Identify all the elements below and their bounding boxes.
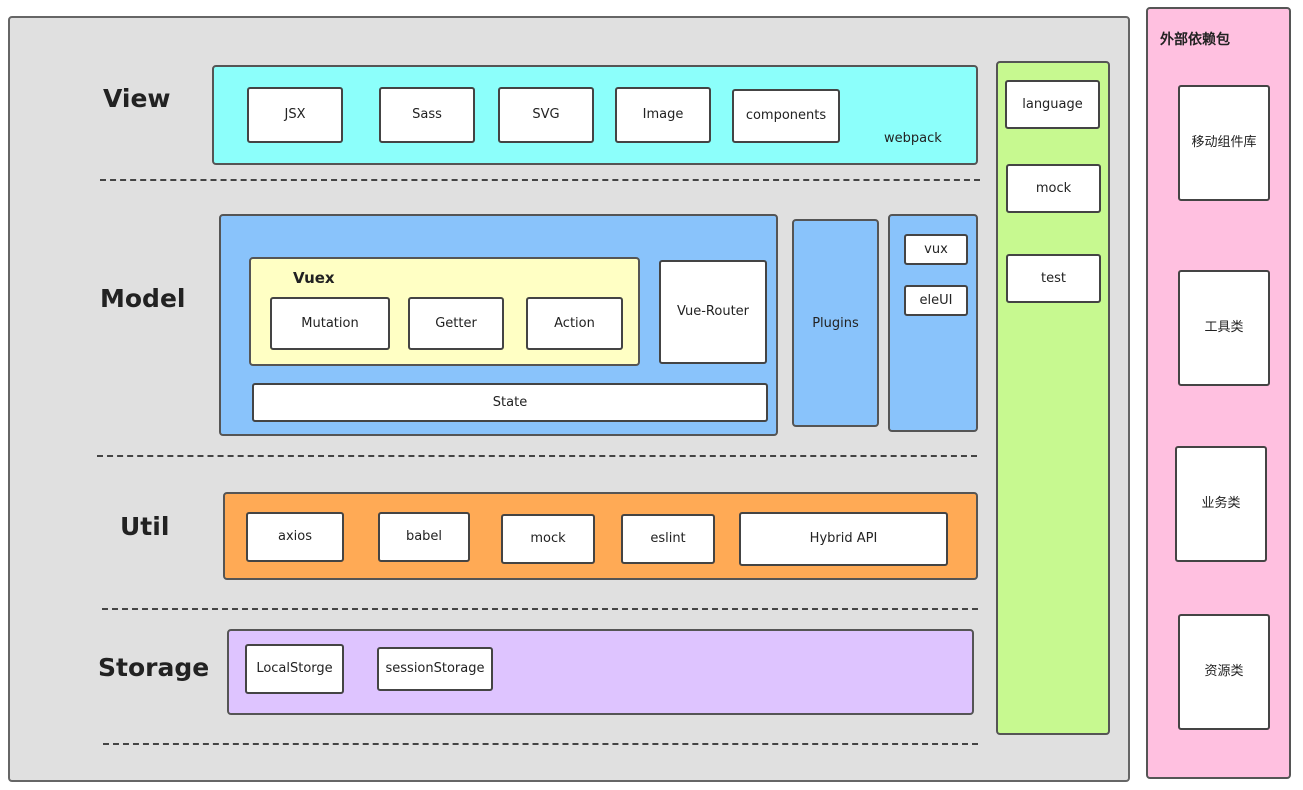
util-item-hybrid-api: Hybrid API — [739, 512, 948, 566]
vuex-item-action: Action — [526, 297, 623, 350]
model-layer-label: Model — [100, 284, 186, 313]
side-tool-language: language — [1005, 80, 1100, 129]
side-tools-column — [996, 61, 1110, 735]
view-item-sass: Sass — [379, 87, 475, 143]
view-tool-webpack: webpack — [884, 131, 942, 146]
util-item-eslint: eslint — [621, 514, 715, 564]
ui-lib-eleui: eleUI — [904, 285, 968, 316]
plugins-label: Plugins — [812, 315, 859, 331]
view-item-jsx: JSX — [247, 87, 343, 143]
divider-util-storage — [102, 608, 978, 610]
vuex-item-getter: Getter — [408, 297, 504, 350]
state-box: State — [252, 383, 768, 422]
vue-router-box: Vue-Router — [659, 260, 767, 364]
external-item-resources: 资源类 — [1178, 614, 1270, 730]
storage-layer-label: Storage — [98, 653, 210, 682]
util-layer-label: Util — [120, 512, 170, 541]
util-item-mock: mock — [501, 514, 595, 564]
external-item-mobile-components: 移动组件库 — [1178, 85, 1270, 201]
ui-lib-vux: vux — [904, 234, 968, 265]
external-deps-title: 外部依赖包 — [1160, 32, 1230, 48]
vuex-item-mutation: Mutation — [270, 297, 390, 350]
util-item-axios: axios — [246, 512, 344, 562]
divider-view-model — [100, 179, 980, 181]
storage-item-sessionstorage: sessionStorage — [377, 647, 493, 691]
util-item-babel: babel — [378, 512, 470, 562]
divider-bottom — [103, 743, 978, 745]
storage-layer-box — [227, 629, 974, 715]
storage-item-localstorage: LocalStorge — [245, 644, 344, 694]
view-layer-label: View — [103, 84, 171, 113]
divider-model-util — [97, 455, 977, 457]
view-item-image: Image — [615, 87, 711, 143]
view-item-svg: SVG — [498, 87, 594, 143]
side-tool-test: test — [1006, 254, 1101, 303]
view-item-components: components — [732, 89, 840, 143]
external-item-business: 业务类 — [1175, 446, 1267, 562]
vuex-title: Vuex — [293, 269, 335, 287]
side-tool-mock: mock — [1006, 164, 1101, 213]
external-item-utilities: 工具类 — [1178, 270, 1270, 386]
plugins-box: Plugins — [792, 219, 879, 427]
storage-item-sessionstorage-label: sessionStorage — [385, 661, 485, 676]
